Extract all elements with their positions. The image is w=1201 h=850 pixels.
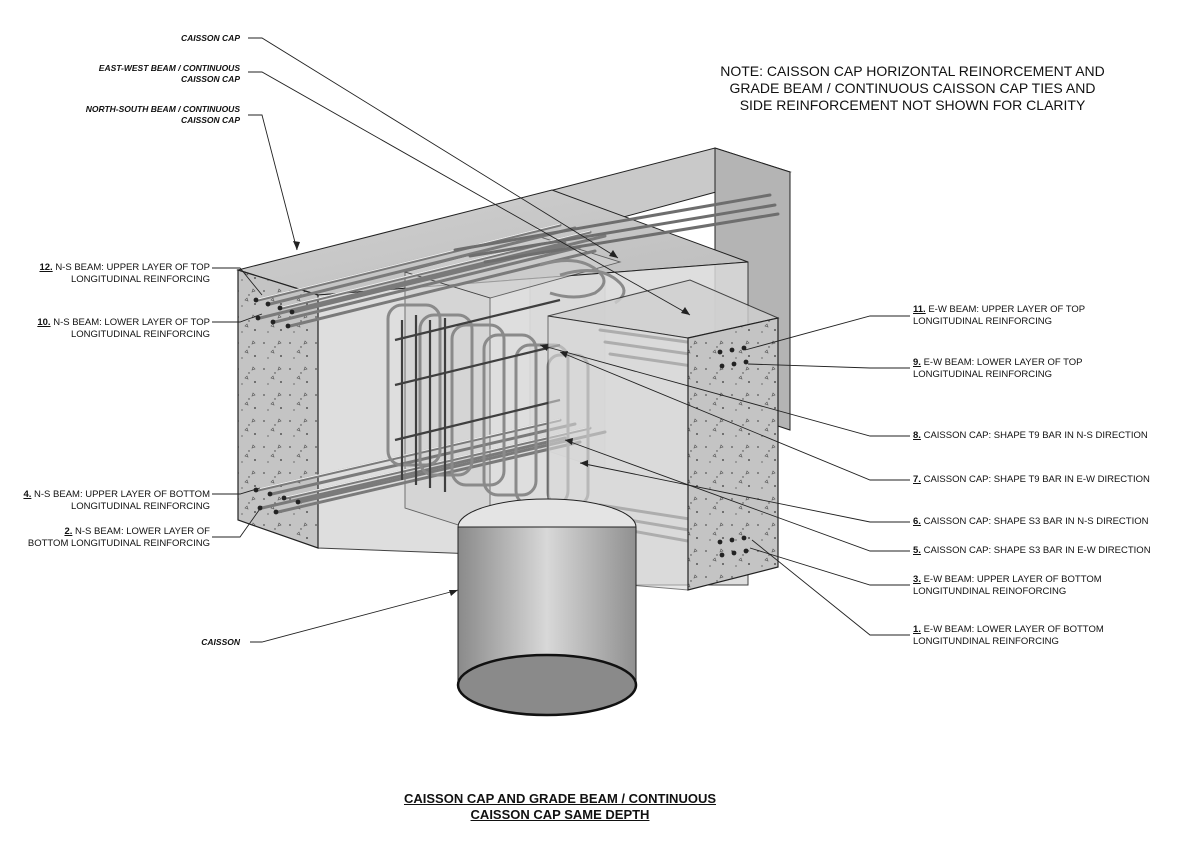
bar-ends-left bbox=[253, 297, 301, 515]
callout-3-line1: E-W BEAM: UPPER LAYER OF BOTTOM bbox=[923, 574, 1102, 585]
callout-9-line2: LONGITUDINAL REINFORCING bbox=[913, 368, 1052, 380]
label-caisson-cap: CAISSON CAP bbox=[120, 33, 240, 44]
note-line-2: GRADE BEAM / CONTINUOUS CAISSON CAP TIES… bbox=[729, 80, 1096, 96]
callout-11-line2: LONGITUDINAL REINFORCING bbox=[913, 315, 1052, 327]
callout-3-line2: LONGITUNDINAL REINOFORCING bbox=[913, 585, 1067, 597]
label-caisson-text: CAISSON bbox=[201, 637, 240, 647]
callout-7: 7. CAISSON CAP: SHAPE T9 BAR IN E-W DIRE… bbox=[913, 474, 1150, 486]
callout-6-line1: CAISSON CAP: SHAPE S3 BAR IN N-S DIRECTI… bbox=[923, 516, 1149, 527]
callout-10: 10. N-S BEAM: LOWER LAYER OF TOP LONGITU… bbox=[10, 317, 210, 340]
callout-10-line2: LONGITUDINAL REINFORCING bbox=[71, 328, 210, 340]
leader-arrowheads bbox=[293, 241, 690, 596]
callout-5-line1: CAISSON CAP: SHAPE S3 BAR IN E-W DIRECTI… bbox=[923, 545, 1151, 556]
label-ns-beam: NORTH-SOUTH BEAM / CONTINUOUS CAISSON CA… bbox=[40, 104, 240, 126]
note-line-1: NOTE: CAISSON CAP HORIZONTAL REINORCEMEN… bbox=[720, 63, 1105, 79]
label-caisson-cap-text: CAISSON CAP bbox=[180, 33, 240, 43]
callout-6-num: 6. bbox=[913, 516, 921, 527]
callout-9-line1: E-W BEAM: LOWER LAYER OF TOP bbox=[923, 357, 1083, 368]
callout-12-num: 12. bbox=[39, 262, 53, 273]
callout-2-num: 2. bbox=[64, 526, 73, 537]
callout-5-num: 5. bbox=[913, 545, 921, 556]
label-ns-beam-line1: NORTH-SOUTH BEAM / CONTINUOUS bbox=[85, 104, 240, 114]
callout-4: 4. N-S BEAM: UPPER LAYER OF BOTTOM LONGI… bbox=[10, 489, 210, 512]
callout-2-line1: N-S BEAM: LOWER LAYER OF bbox=[75, 526, 210, 537]
callout-1: 1. E-W BEAM: LOWER LAYER OF BOTTOM LONGI… bbox=[913, 624, 1104, 647]
drawing-title-line2: CAISSON CAP SAME DEPTH bbox=[470, 807, 650, 822]
callout-10-line1: N-S BEAM: LOWER LAYER OF TOP bbox=[53, 317, 210, 328]
note-line-3: SIDE REINFORCEMENT NOT SHOWN FOR CLARITY bbox=[739, 97, 1086, 113]
bar-ends-right bbox=[717, 345, 749, 558]
callout-8: 8. CAISSON CAP: SHAPE T9 BAR IN N-S DIRE… bbox=[913, 430, 1148, 442]
callout-3: 3. E-W BEAM: UPPER LAYER OF BOTTOM LONGI… bbox=[913, 574, 1102, 597]
callout-11: 11. E-W BEAM: UPPER LAYER OF TOP LONGITU… bbox=[913, 304, 1085, 327]
callout-8-line1: CAISSON CAP: SHAPE T9 BAR IN N-S DIRECTI… bbox=[923, 430, 1148, 441]
ns-beam-end-face bbox=[237, 269, 319, 549]
callout-7-num: 7. bbox=[913, 474, 921, 485]
callout-6: 6. CAISSON CAP: SHAPE S3 BAR IN N-S DIRE… bbox=[913, 516, 1148, 528]
callout-1-line1: E-W BEAM: LOWER LAYER OF BOTTOM bbox=[923, 624, 1104, 635]
note-text: NOTE: CAISSON CAP HORIZONTAL REINORCEMEN… bbox=[690, 63, 1135, 114]
callout-9-num: 9. bbox=[913, 357, 921, 368]
callout-12-line1: N-S BEAM: UPPER LAYER OF TOP bbox=[55, 262, 210, 273]
label-ew-beam-line2: CAISSON CAP bbox=[180, 74, 240, 84]
drawing-title: CAISSON CAP AND GRADE BEAM / CONTINUOUS … bbox=[360, 791, 760, 823]
callout-1-line2: LONGITUNDINAL REINFORCING bbox=[913, 635, 1059, 647]
callout-4-line1: N-S BEAM: UPPER LAYER OF BOTTOM bbox=[34, 489, 210, 500]
callout-9: 9. E-W BEAM: LOWER LAYER OF TOP LONGITUD… bbox=[913, 357, 1082, 380]
callout-3-num: 3. bbox=[913, 574, 921, 585]
callout-8-num: 8. bbox=[913, 430, 921, 441]
label-ns-beam-line2: CAISSON CAP bbox=[180, 115, 240, 125]
label-caisson: CAISSON bbox=[140, 637, 240, 648]
callout-11-line1: E-W BEAM: UPPER LAYER OF TOP bbox=[928, 304, 1086, 315]
ew-beam-end-face bbox=[687, 317, 779, 591]
callout-12: 12. N-S BEAM: UPPER LAYER OF TOP LONGITU… bbox=[10, 262, 210, 285]
callout-11-num: 11. bbox=[913, 304, 926, 315]
callout-5: 5. CAISSON CAP: SHAPE S3 BAR IN E-W DIRE… bbox=[913, 545, 1151, 557]
callout-10-num: 10. bbox=[37, 317, 51, 328]
leader-lines bbox=[212, 37, 910, 643]
callout-4-num: 4. bbox=[23, 489, 32, 500]
caisson-cylinder bbox=[456, 498, 638, 717]
label-ew-beam: EAST-WEST BEAM / CONTINUOUS CAISSON CAP bbox=[40, 63, 240, 85]
drawing-title-line1: CAISSON CAP AND GRADE BEAM / CONTINUOUS bbox=[403, 791, 717, 806]
callout-1-num: 1. bbox=[913, 624, 921, 635]
caisson-cap-stirrups-dark bbox=[394, 298, 561, 492]
callout-2-line2: BOTTOM LONGITUDINAL REINFORCING bbox=[27, 537, 210, 549]
callout-12-line2: LONGITUDINAL REINFORCING bbox=[71, 273, 210, 285]
label-ew-beam-line1: EAST-WEST BEAM / CONTINUOUS bbox=[98, 63, 240, 73]
callout-7-line1: CAISSON CAP: SHAPE T9 BAR IN E-W DIRECTI… bbox=[923, 474, 1150, 485]
callout-2: 2. N-S BEAM: LOWER LAYER OF BOTTOM LONGI… bbox=[10, 526, 210, 549]
callout-4-line2: LONGITUDINAL REINFORCING bbox=[71, 500, 210, 512]
